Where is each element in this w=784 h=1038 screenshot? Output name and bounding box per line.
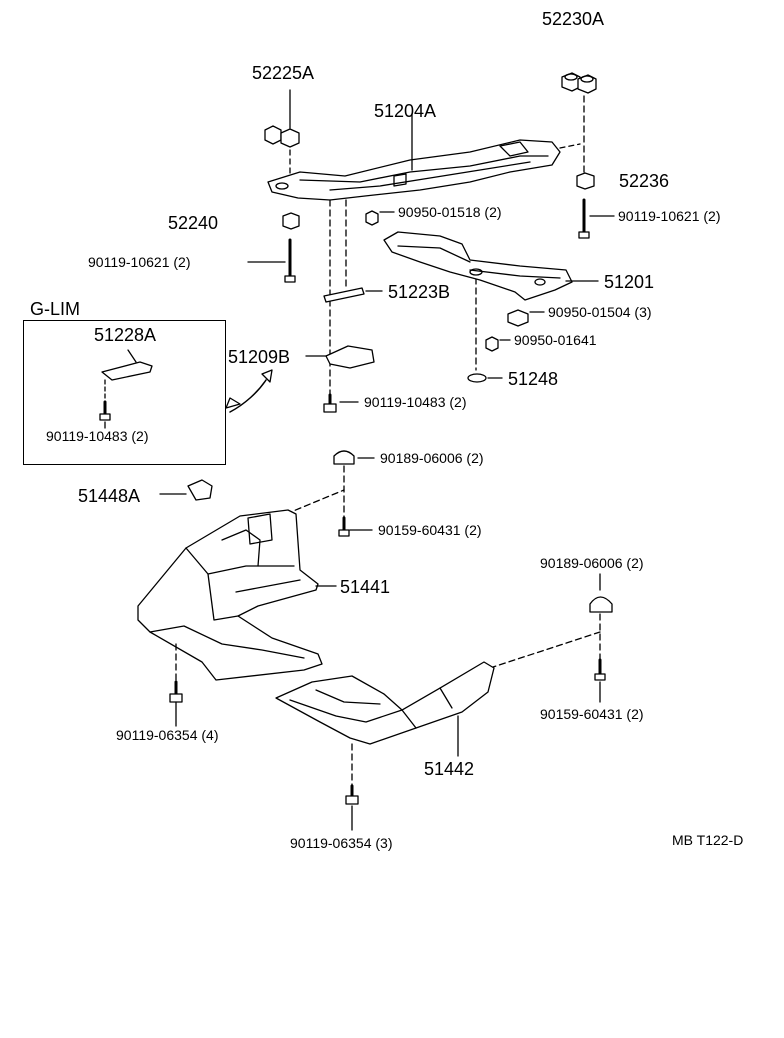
part-label-51223b: 51223B	[388, 282, 451, 302]
stopper-bar-51223b	[323, 287, 365, 303]
grommet-90189-06006-right	[589, 596, 613, 613]
under-cover-51441	[137, 509, 323, 681]
grommet-90189-06006-upper	[333, 450, 355, 465]
part-label-90119-10621-left: 90119-10621 (2)	[88, 254, 191, 270]
cushion-90950-01504	[507, 309, 529, 327]
bolt-90119-10621-left	[284, 238, 296, 283]
part-label-51442: 51442	[424, 759, 475, 779]
part-label-90119-06354-left: 90119-06354 (4)	[116, 727, 219, 743]
part-label-52230a: 52230A	[542, 9, 605, 29]
washer-51248	[467, 373, 487, 383]
crossmember-51204a	[267, 139, 561, 201]
plate-51228a	[101, 361, 153, 381]
part-label-90119-10483: 90119-10483 (2)	[364, 394, 467, 410]
mount-cushion-52230a	[561, 72, 597, 94]
part-label-90950-01518: 90950-01518 (2)	[398, 204, 502, 220]
g-lim-title: G-LIM	[30, 299, 81, 319]
bolt-90119-06354-left	[169, 680, 183, 703]
part-label-51448a: 51448A	[78, 486, 141, 506]
part-label-90119-10621-right: 90119-10621 (2)	[618, 208, 721, 224]
part-label-51209b: 51209B	[228, 347, 291, 367]
part-label-90950-01641: 90950-01641	[514, 332, 597, 348]
bolt-glim	[99, 400, 111, 421]
bolt-90119-06354-bottom	[345, 784, 359, 805]
part-label-51204a: 51204A	[374, 101, 437, 121]
mount-cushion-52225a	[264, 125, 300, 148]
part-label-90950-01504: 90950-01504 (3)	[548, 304, 652, 320]
part-label-90189-06006-upper: 90189-06006 (2)	[380, 450, 484, 466]
screw-90159-60431-upper	[338, 516, 350, 537]
part-label-51441: 51441	[340, 577, 391, 597]
bolt-90119-10621-right	[578, 198, 590, 239]
cushion-52240	[282, 212, 300, 230]
crossmember-51201	[383, 231, 573, 301]
nut-90950-01518	[365, 210, 379, 226]
part-label-51248: 51248	[508, 369, 559, 389]
clip-51448a	[187, 479, 213, 501]
part-label-51228a: 51228A	[94, 325, 157, 345]
part-label-90189-06006-right: 90189-06006 (2)	[540, 555, 644, 571]
part-label-52225a: 52225A	[252, 63, 315, 83]
bolt-90119-10483	[323, 393, 337, 413]
part-label-90119-06354-bottom: 90119-06354 (3)	[290, 835, 393, 851]
part-label-52240: 52240	[168, 213, 219, 233]
diagram-code: MB T122-D	[672, 832, 744, 848]
nut-90950-01641	[485, 336, 499, 352]
screw-90159-60431-right	[594, 658, 606, 681]
part-label-90159-60431-right: 90159-60431 (2)	[540, 706, 644, 722]
under-cover-51442	[275, 661, 495, 745]
part-label-51201: 51201	[604, 272, 655, 292]
part-label-52236: 52236	[619, 171, 670, 191]
plate-51209b	[325, 345, 375, 369]
cushion-52236	[576, 172, 595, 190]
part-label-90159-60431-upper: 90159-60431 (2)	[378, 522, 482, 538]
g-lim-inset	[23, 320, 226, 465]
glim-bolt-label: 90119-10483 (2)	[46, 428, 149, 444]
